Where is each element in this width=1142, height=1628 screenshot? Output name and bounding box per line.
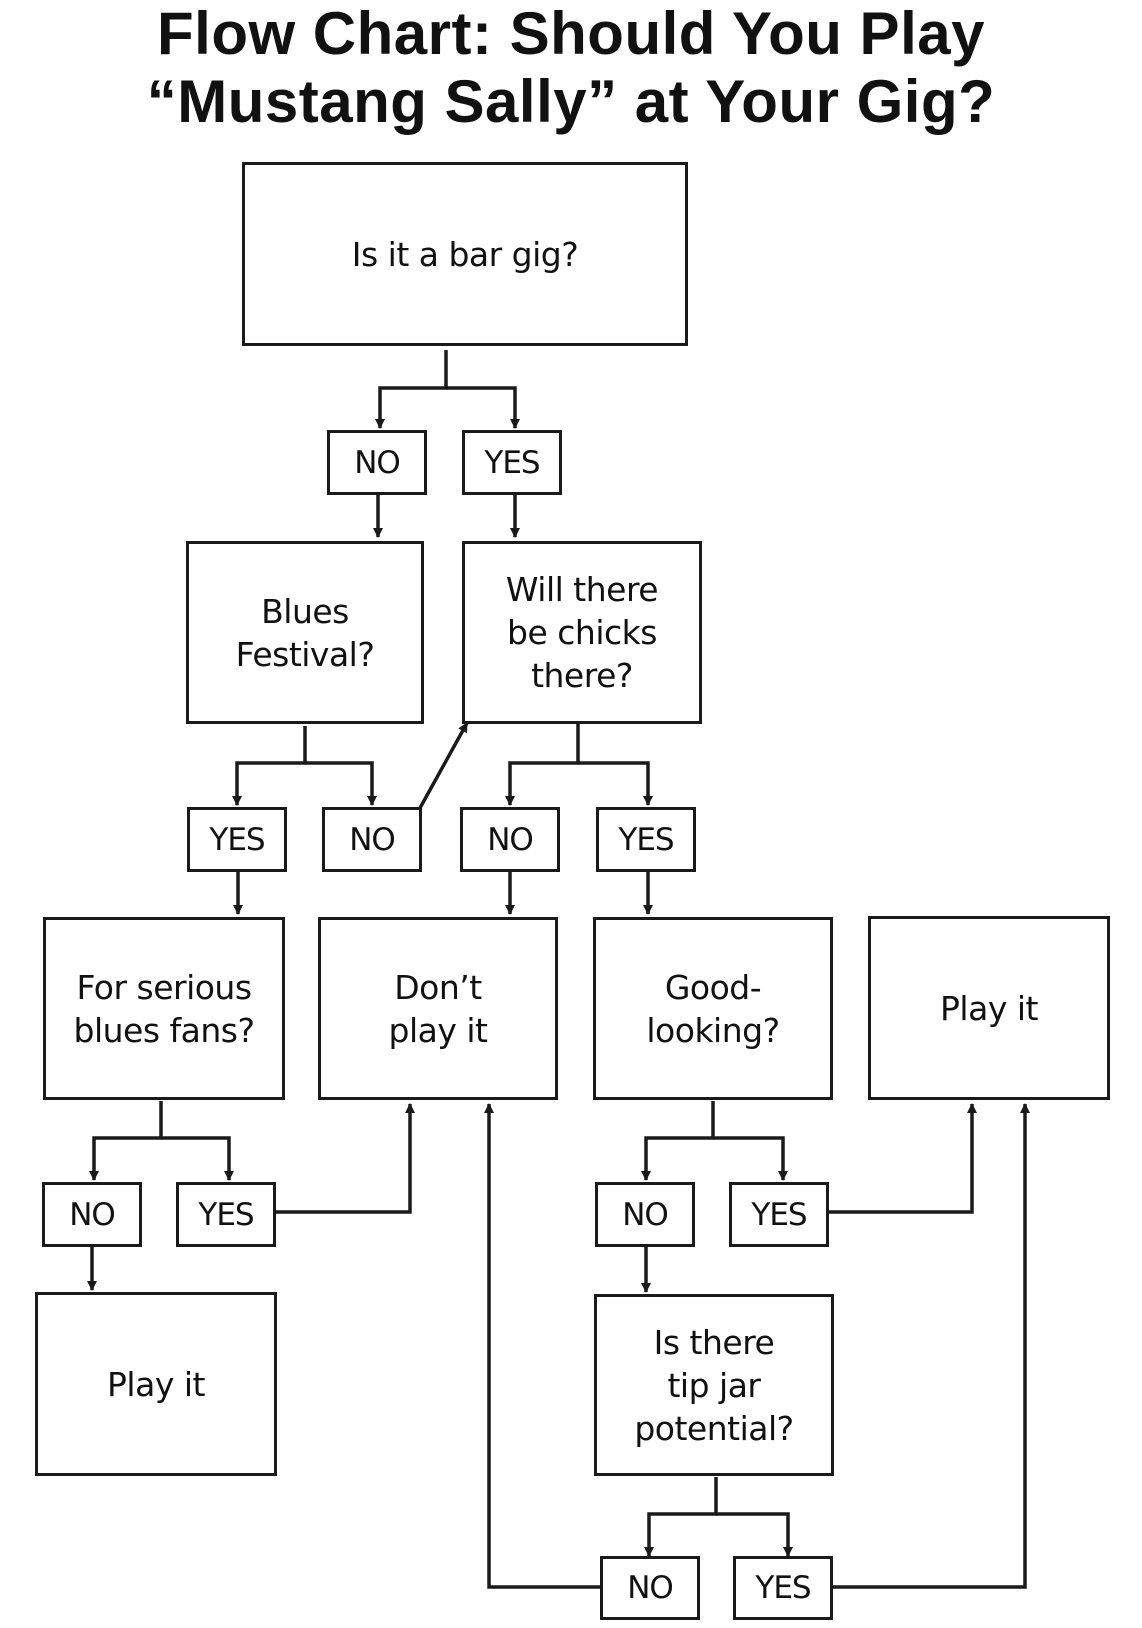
edge-fans-yes	[161, 1136, 234, 1181]
edge-chicks-yes	[578, 761, 653, 806]
node-bar-gig: Is it a bar gig?	[242, 162, 688, 346]
edge-tip-no	[644, 1477, 718, 1557]
edge-festno-chicks	[418, 722, 469, 809]
node-good-looking: Good-looking?	[593, 917, 833, 1100]
edge-bargig-no	[375, 350, 448, 429]
edge-fansyes-dontplay	[276, 1103, 415, 1214]
node-blues-festival: Blues Festival?	[186, 541, 424, 724]
edge-looking-no	[641, 1101, 715, 1181]
label-festival-no: NO	[322, 807, 422, 872]
label-fans-no: NO	[42, 1182, 142, 1247]
edge-tipyes-playit	[831, 1103, 1030, 1589]
node-chicks: Will there be chicks there?	[462, 541, 702, 724]
node-dont-play: Don’t play it	[318, 917, 558, 1100]
edge-tip-yes	[716, 1512, 793, 1557]
label-festival-yes: YES	[187, 807, 287, 872]
edge-tipno-dontplay	[484, 1103, 600, 1589]
label-looking-yes: YES	[729, 1182, 829, 1247]
label-chicks-no: NO	[460, 807, 560, 872]
label-fans-yes: YES	[176, 1182, 276, 1247]
edge-bargig-yes	[446, 386, 520, 429]
edge-festival-no	[305, 761, 377, 806]
label-bargig-no: NO	[327, 430, 427, 495]
edge-festival-yes	[232, 726, 307, 806]
node-play-it-left: Play it	[35, 1292, 277, 1476]
edge-looking-yes	[713, 1136, 788, 1181]
diagram-title: Flow Chart: Should You Play “Mustang Sal…	[0, 0, 1142, 136]
node-serious-fans: For serious blues fans?	[43, 917, 285, 1100]
edge-chicks-no	[505, 724, 580, 806]
label-tip-yes: YES	[733, 1556, 833, 1620]
node-play-it-right: Play it	[868, 916, 1110, 1100]
title-line-1: Flow Chart: Should You Play	[157, 0, 985, 67]
edge-fans-no	[89, 1101, 163, 1181]
label-chicks-yes: YES	[596, 807, 696, 872]
label-tip-no: NO	[600, 1556, 700, 1620]
label-bargig-yes: YES	[462, 430, 562, 495]
node-tip-jar: Is there tip jar potential?	[594, 1294, 834, 1476]
title-line-2: “Mustang Sally” at Your Gig?	[146, 68, 996, 135]
edge-lookingyes-playit	[829, 1103, 977, 1214]
label-looking-no: NO	[595, 1182, 695, 1247]
